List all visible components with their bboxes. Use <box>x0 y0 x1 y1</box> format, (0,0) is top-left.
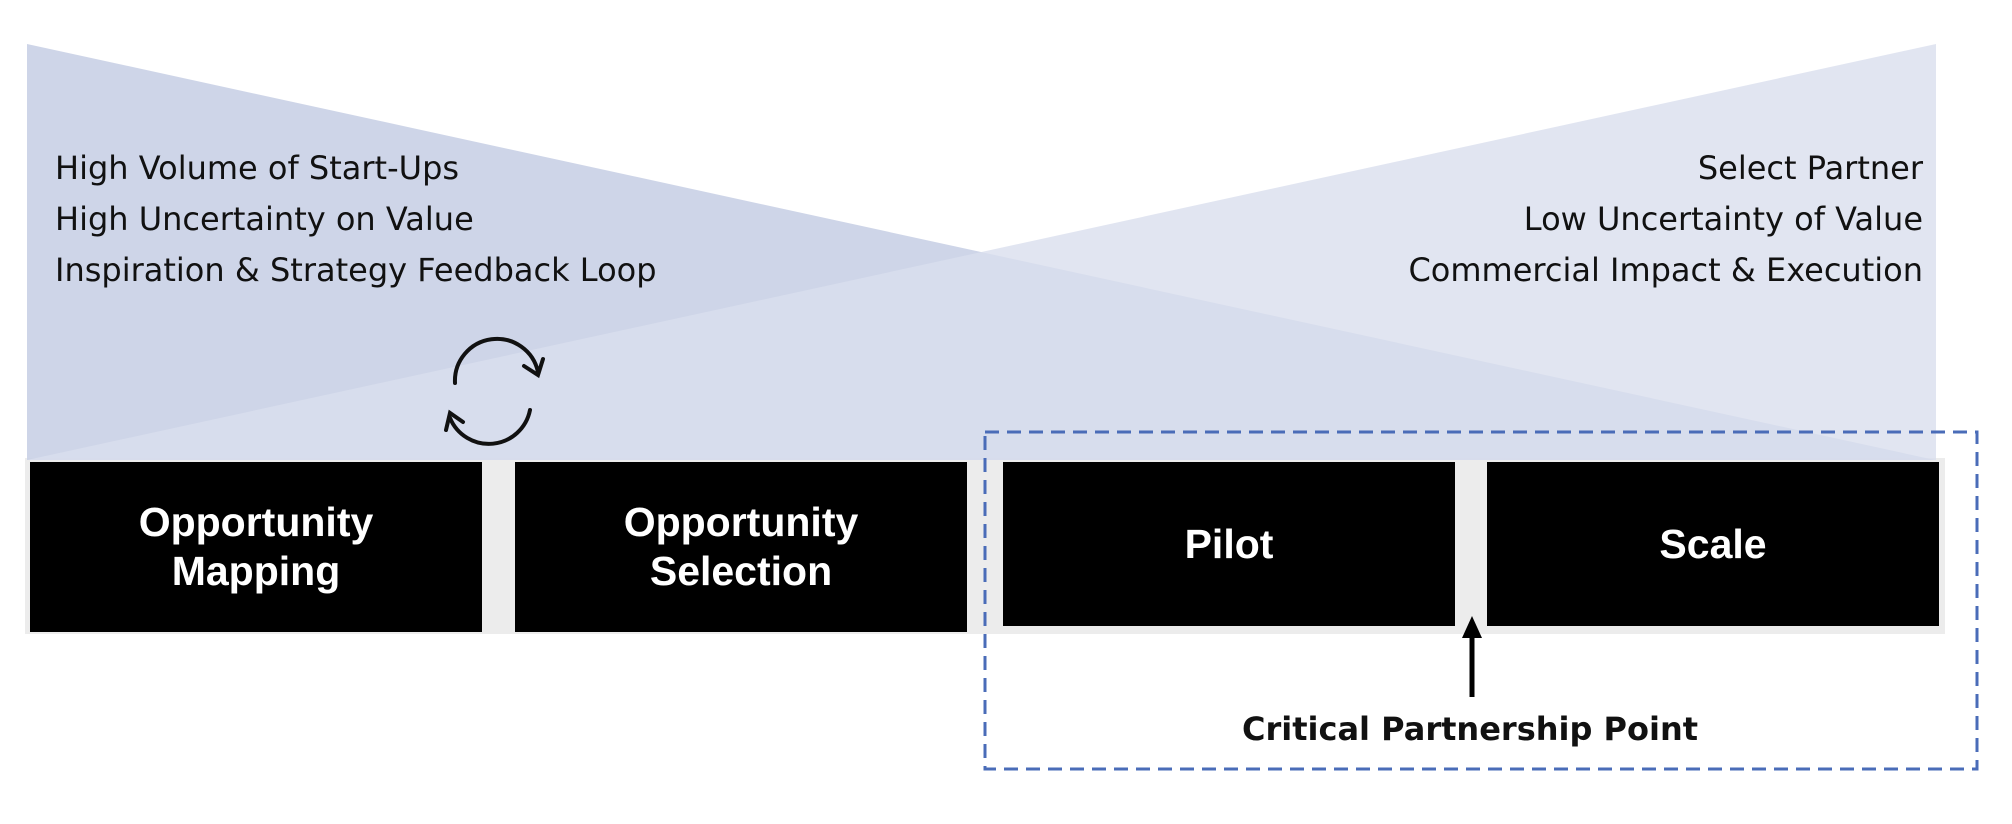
left-line-volume: High Volume of Start-Ups <box>55 149 460 187</box>
refresh-cycle-icon <box>444 336 545 446</box>
phase-opportunity-mapping: Opportunity Mapping <box>30 462 482 632</box>
left-description: High Volume of Start-Ups High Uncertaint… <box>55 143 657 296</box>
phase-label-line1: Pilot <box>1184 520 1274 567</box>
left-line-uncertainty: High Uncertainty on Value <box>55 200 474 238</box>
critical-partnership-point-label: Critical Partnership Point <box>1241 710 1699 748</box>
phase-label-line2: Mapping <box>171 548 341 594</box>
phase-label-line1: Opportunity <box>138 499 374 545</box>
right-line-impact: Commercial Impact & Execution <box>1408 251 1923 289</box>
phase-label-line1: Opportunity <box>623 499 859 545</box>
right-description: Select Partner Low Uncertainty of Value … <box>1408 143 1923 296</box>
right-funnel <box>27 44 1936 460</box>
right-line-partner: Select Partner <box>1697 149 1923 187</box>
up-arrow-icon <box>1462 616 1482 697</box>
partnership-callout-box <box>983 430 1979 771</box>
left-line-feedback: Inspiration & Strategy Feedback Loop <box>55 251 657 289</box>
phase-pilot: Pilot <box>1003 462 1455 626</box>
phase-opportunity-selection: Opportunity Selection <box>515 462 967 632</box>
phase-label-line1: Scale <box>1659 520 1767 567</box>
phase-scale: Scale <box>1487 462 1939 626</box>
phase-label-line2: Selection <box>649 548 833 594</box>
right-line-uncertainty: Low Uncertainty of Value <box>1523 200 1923 238</box>
